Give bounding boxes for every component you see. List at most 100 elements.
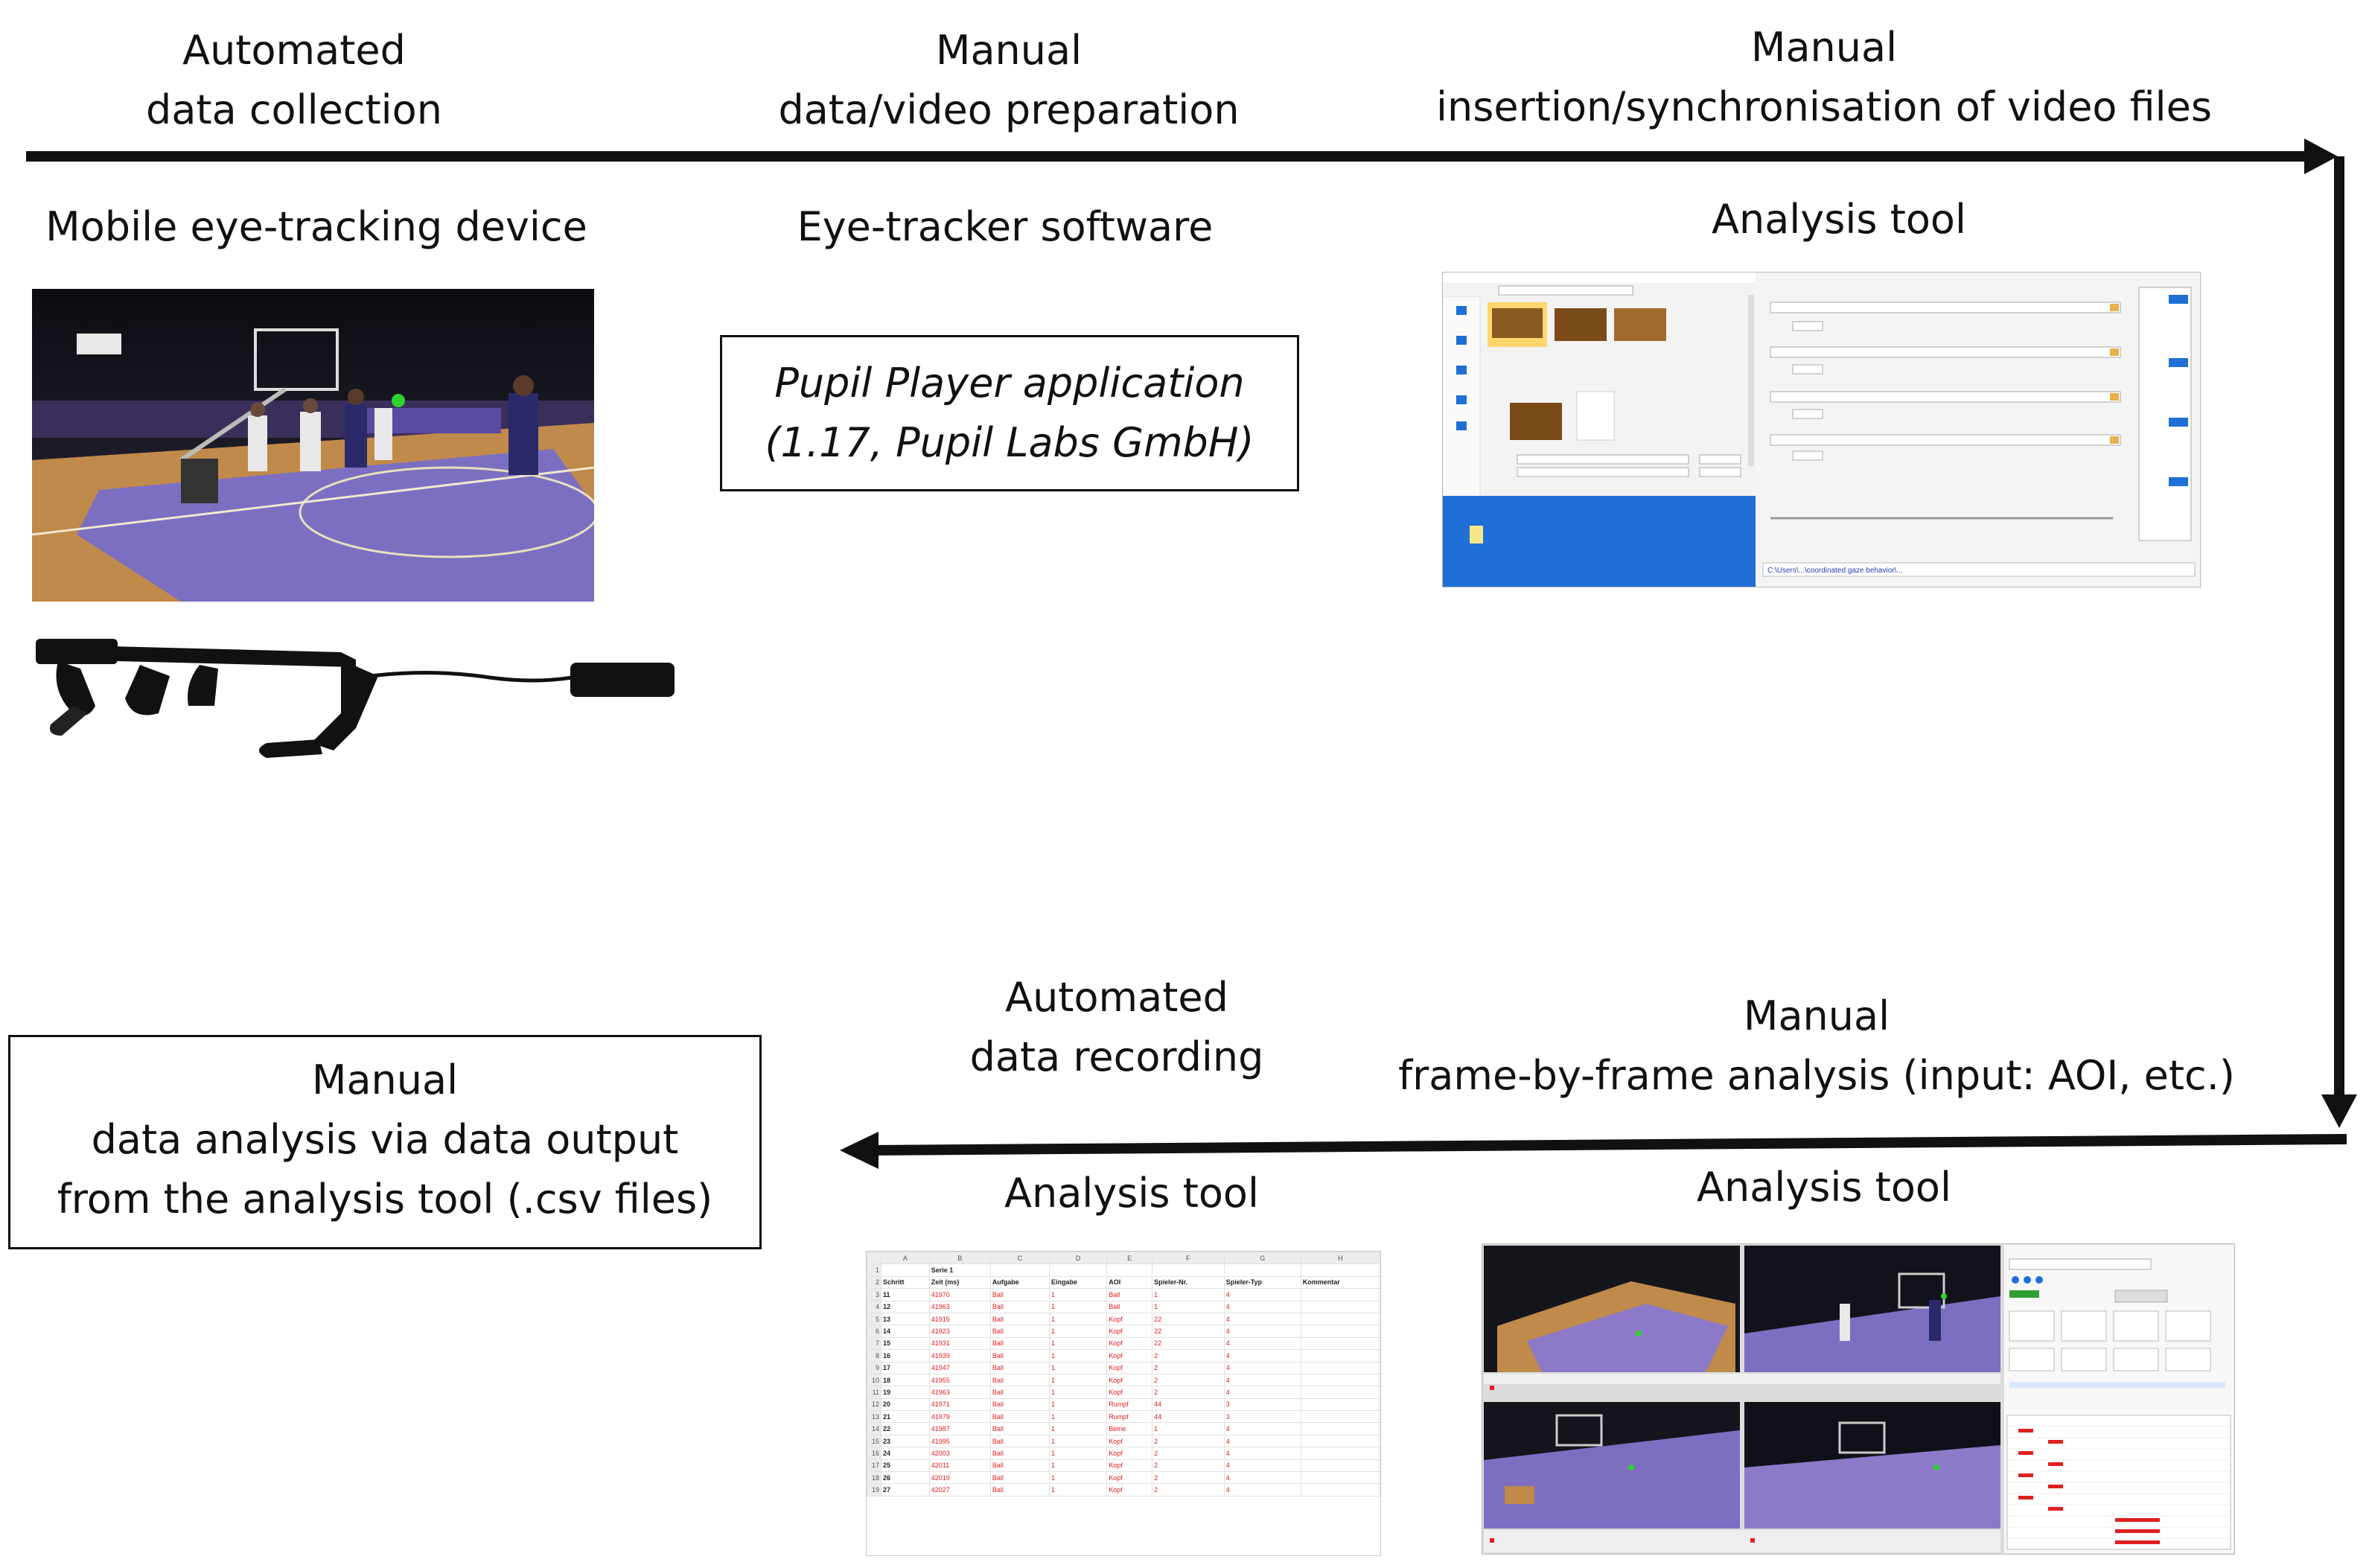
sheet-cell (1300, 1288, 1380, 1301)
sheet-header-cell: Zeit (ms) (928, 1275, 991, 1290)
sheet-cell: Kopf (1106, 1386, 1153, 1399)
video-view-2 (1744, 1246, 2000, 1372)
sheet-cell: Kopf (1106, 1325, 1153, 1338)
bottom-flow-line (870, 1134, 2347, 1156)
sheet-cell: 15 (881, 1336, 930, 1351)
sheet-cell: 17 (881, 1361, 930, 1374)
step4-line2: frame-by-frame analysis (input: AOI, etc… (1398, 1052, 2235, 1099)
sheet-cell: Ball (989, 1483, 1050, 1497)
sheet-cell: Ball (989, 1447, 1050, 1460)
sheet-column-letter: G (1223, 1252, 1301, 1265)
sheet-cell: Ball (989, 1386, 1050, 1399)
sheet-cell: 1 (1048, 1325, 1108, 1338)
sheet-row-number: 2 (867, 1275, 881, 1290)
step-automated-data-recording: Automated data recording (938, 968, 1295, 1087)
sheet-cell: Kopf (1106, 1349, 1153, 1363)
sheet-cell: Kopf (1106, 1336, 1153, 1351)
software-box: Pupil Player application (1.17, Pupil La… (720, 335, 1299, 491)
sheet-cell: Kopf (1106, 1373, 1153, 1387)
analysis-tool-label-bottom-left: Analysis tool (1004, 1170, 1259, 1217)
sheet-cell (989, 1263, 1050, 1277)
sheet-column-letter: A (881, 1252, 930, 1265)
sheet-cell (1300, 1434, 1380, 1448)
sheet-cell: Ball (989, 1361, 1050, 1374)
sheet-cell: 1 (1048, 1483, 1108, 1497)
step3-line2: insertion/synchronisation of video files (1435, 83, 2212, 130)
sheet-row-number: 14 (867, 1422, 881, 1435)
sheet-cell: 41970 (928, 1288, 991, 1301)
sheet-cell (1300, 1398, 1380, 1412)
sheet-cell: 4 (1223, 1373, 1301, 1387)
sheet-header-cell: AOI (1106, 1275, 1153, 1290)
sheet-cell: 2 (1152, 1459, 1225, 1473)
sheet-cell: 2 (1152, 1447, 1225, 1460)
step-automated-data-collection: Automated data collection (112, 21, 476, 140)
down-arrow-head (2321, 1094, 2357, 1128)
sheet-header-cell: Kommentar (1300, 1275, 1380, 1290)
sheet-row-number: 19 (867, 1483, 881, 1497)
device-label: Mobile eye-tracking device (45, 203, 587, 250)
sheet-cell: 41979 (928, 1410, 991, 1424)
video-view-3 (1484, 1402, 1740, 1529)
sheet-column-letter: D (1048, 1252, 1108, 1265)
sheet-cell: 41931 (928, 1336, 991, 1351)
sheet-cell: 13 (881, 1312, 930, 1326)
sheet-cell: 1 (1048, 1410, 1108, 1424)
sheet-cell (1300, 1312, 1380, 1326)
sheet-row-number: 13 (867, 1410, 881, 1424)
sheet-cell: 44 (1152, 1398, 1225, 1412)
sheet-row-number: 5 (867, 1312, 881, 1326)
sheet-cell: 41971 (928, 1398, 991, 1412)
sheet-cell: 22 (1152, 1325, 1225, 1338)
sheet-cell (1300, 1386, 1380, 1399)
sheet-cell: 20 (881, 1398, 930, 1412)
sheet-cell: Ball (989, 1373, 1050, 1387)
sheet-row-number: 12 (867, 1398, 881, 1412)
step-manual-insertion-sync: Manual insertion/synchronisation of vide… (1400, 18, 2248, 137)
sheet-cell: 11 (881, 1288, 930, 1301)
sheet-row-number: 6 (867, 1325, 881, 1338)
sheet-cell: 22 (1152, 1336, 1225, 1351)
sheet-header-cell: Eingabe (1048, 1275, 1108, 1290)
analysis-tool-label-bottom-right: Analysis tool (1697, 1164, 1951, 1211)
sheet-cell: Ball (989, 1471, 1050, 1485)
sheet-cell: 2 (1152, 1434, 1225, 1448)
sheet-cell: 19 (881, 1386, 930, 1399)
sheet-column-letter: H (1300, 1252, 1380, 1265)
sheet-cell: 2 (1152, 1386, 1225, 1399)
sheet-cell: 41955 (928, 1373, 991, 1387)
sheet-header-cell: Spieler-Typ (1223, 1275, 1301, 1290)
sheet-cell: Rumpf (1106, 1410, 1153, 1424)
sheet-cell (1300, 1422, 1380, 1435)
sheet-cell: Ball (1106, 1300, 1153, 1313)
sheet-cell: Kopf (1106, 1312, 1153, 1326)
sheet-cell: 1 (1048, 1398, 1108, 1412)
sheet-cell (1152, 1263, 1225, 1277)
sheet-cell: 1 (1048, 1434, 1108, 1448)
sheet-row-number: 11 (867, 1386, 881, 1399)
sheet-row-number: 18 (867, 1471, 881, 1485)
sheet-cell: 41963 (928, 1386, 991, 1399)
sheet-cell: Ball (989, 1422, 1050, 1435)
sheet-cell: Ball (989, 1410, 1050, 1424)
sheet-cell: 23 (881, 1434, 930, 1448)
sheet-cell: 41915 (928, 1312, 991, 1326)
sheet-cell: 1 (1048, 1386, 1108, 1399)
step1-line1: Automated (182, 27, 406, 74)
sheet-title-cell: Serie 1 (928, 1263, 991, 1277)
sheet-row-number: 4 (867, 1300, 881, 1313)
sheet-column-letter: B (928, 1252, 991, 1265)
sheet-cell (1300, 1361, 1380, 1374)
sheet-cell: 4 (1223, 1349, 1301, 1363)
sheet-cell: Ball (989, 1434, 1050, 1448)
sheet-cell: Kopf (1106, 1471, 1153, 1485)
sheet-cell: 22 (1152, 1312, 1225, 1326)
sheet-cell: 16 (881, 1349, 930, 1363)
